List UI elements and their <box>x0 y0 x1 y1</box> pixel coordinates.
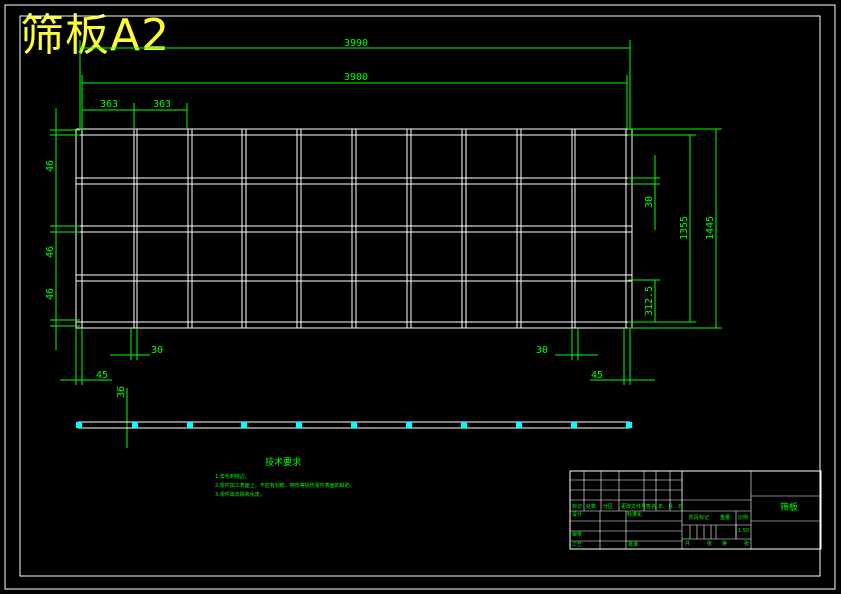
tb-cell-11: 阶段标记 <box>689 514 709 521</box>
tb-cell-2: 分区 <box>603 503 613 510</box>
bolt-marker <box>571 422 577 428</box>
tb-part-name: 筛板 <box>780 501 798 513</box>
dim-left-bottom: 46 <box>45 288 56 300</box>
tech-heading: 技术要求 <box>265 456 301 468</box>
dimension-lines <box>50 40 722 448</box>
dim-right-bottom: 312.5 <box>644 286 655 316</box>
title-block: 标记 处数 分区 更改文件号 签名 年、月、日 设计 标准化 审核 工艺 批准 … <box>569 470 822 550</box>
bolt-marker <box>516 422 522 428</box>
tb-cell-18: 张 <box>744 540 749 547</box>
bolt-marker <box>187 422 193 428</box>
tb-cell-1: 处数 <box>586 503 596 510</box>
bolt-marker <box>626 422 632 428</box>
bolt-marker <box>296 422 302 428</box>
tb-cell-4: 签名 <box>646 503 656 510</box>
dim-left-top: 46 <box>45 160 56 172</box>
dim-overall-outer: 3990 <box>344 38 368 49</box>
tb-cell-12: 重量 <box>720 514 730 521</box>
tb-cell-5: 年、月、日 <box>658 503 683 510</box>
inner-border <box>19 15 821 577</box>
dim-bottom-offset-left: 45 <box>96 370 108 381</box>
drawing-title: 筛板A2 <box>20 10 171 61</box>
outer-border <box>4 4 836 590</box>
dim-side-thickness: 36 <box>116 386 127 398</box>
dim-cell-1: 363 <box>100 99 118 110</box>
dim-cell-2: 363 <box>153 99 171 110</box>
bolt-marker <box>132 422 138 428</box>
tb-cell-8: 审核 <box>572 531 582 538</box>
tech-item-1: 1.去毛刺锐边。 <box>215 473 250 480</box>
tb-cell-16: 张 <box>707 540 712 547</box>
side-view <box>76 421 632 429</box>
bolt-marker <box>351 422 357 428</box>
tech-requirements: 技术要求 1.去毛刺锐边。 2.零件加工表面上，不应有划痕、擦伤等损伤零件表面的… <box>215 456 355 498</box>
dim-right-outer-height: 1445 <box>705 216 716 240</box>
dim-right-inner-height: 1355 <box>679 216 690 240</box>
tb-cell-13: 比例 <box>738 514 748 521</box>
tb-cell-7: 标准化 <box>627 511 642 518</box>
tb-cell-15: 共 <box>685 540 690 547</box>
tb-cell-9: 工艺 <box>572 542 582 548</box>
dim-right-gap: 30 <box>644 196 655 208</box>
screen-plate-plan <box>75 128 633 329</box>
dim-bottom-gap-left: 30 <box>151 345 163 356</box>
tb-cell-6: 设计 <box>572 511 582 518</box>
bolt-marker <box>406 422 412 428</box>
tb-cell-0: 标记 <box>572 503 582 510</box>
dim-bottom-offset-right: 45 <box>591 370 603 381</box>
tech-item-2: 2.零件加工表面上，不应有划痕、擦伤等损伤零件表面的缺陷。 <box>215 482 355 489</box>
tb-cell-10: 批准 <box>628 541 638 548</box>
tb-cell-3: 更改文件号 <box>621 503 646 510</box>
bolt-marker <box>461 422 467 428</box>
bolt-marker <box>76 422 82 428</box>
tb-cell-14: 1:50 <box>738 528 749 534</box>
dimension-labels: 3990 3900 363 363 46 46 46 30 1355 1445 … <box>45 38 716 398</box>
bolt-marker <box>241 422 247 428</box>
dim-overall-inner: 3900 <box>344 72 368 83</box>
dim-left-mid: 46 <box>45 246 56 258</box>
tb-cell-17: 第 <box>722 540 727 547</box>
tech-item-3: 3.零件需去除氧化皮。 <box>215 491 265 498</box>
dim-bottom-gap-right: 30 <box>536 345 548 356</box>
